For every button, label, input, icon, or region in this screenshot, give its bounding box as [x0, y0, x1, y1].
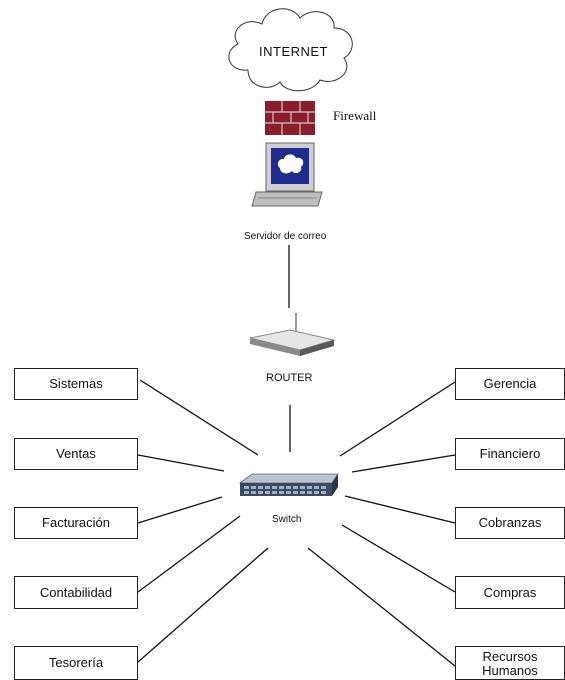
department-label: Gerencia: [483, 376, 537, 391]
cloud-icon: [228, 8, 353, 92]
department-label: Financiero: [479, 446, 541, 461]
computer-icon: [251, 142, 323, 207]
line-gerencia: [339, 381, 456, 457]
line-cobranzas: [344, 495, 456, 524]
internet-label: INTERNET: [259, 44, 328, 59]
mail-server-label: Servidor de correo: [244, 231, 327, 242]
department-label: Facturación: [42, 515, 110, 530]
line-facturacion: [137, 496, 223, 524]
department-box-contabilidad: Contabilidad: [14, 576, 138, 609]
department-label: Recursos Humanos: [482, 649, 538, 678]
department-box-gerencia: Gerencia: [455, 368, 565, 400]
department-box-cobranzas: Cobranzas: [455, 507, 565, 539]
line-recursos: [307, 547, 456, 667]
department-label: Cobranzas: [478, 515, 542, 530]
department-box-tesoreria: Tesorería: [14, 646, 138, 680]
department-box-financiero: Financiero: [455, 438, 565, 470]
department-label: Sistemas: [49, 376, 103, 391]
department-box-ventas: Ventas: [14, 438, 138, 470]
connection-lines: [137, 245, 456, 667]
department-box-sistemas: Sistemas: [14, 368, 138, 400]
department-label: Tesorería: [48, 655, 104, 670]
line-ventas: [137, 454, 225, 472]
switch-label: Switch: [272, 514, 302, 525]
line-compras: [341, 524, 456, 593]
department-label: Compras: [483, 584, 537, 600]
router-icon: [249, 313, 336, 356]
line-financiero: [351, 454, 456, 473]
department-box-facturacion: Facturación: [14, 507, 138, 539]
department-label: Contabilidad: [39, 584, 113, 600]
firewall-label: Firewall: [333, 108, 377, 123]
department-box-compras: Compras: [455, 576, 565, 609]
line-contabilidad: [137, 515, 241, 593]
department-box-recursos-humanos: Recursos Humanos: [455, 646, 565, 680]
line-sistemas: [139, 379, 259, 456]
line-tesoreria: [137, 547, 269, 663]
firewall-icon: [265, 101, 315, 135]
router-label: ROUTER: [266, 372, 313, 384]
switch-icon: [238, 473, 339, 496]
department-label: Ventas: [56, 446, 96, 461]
